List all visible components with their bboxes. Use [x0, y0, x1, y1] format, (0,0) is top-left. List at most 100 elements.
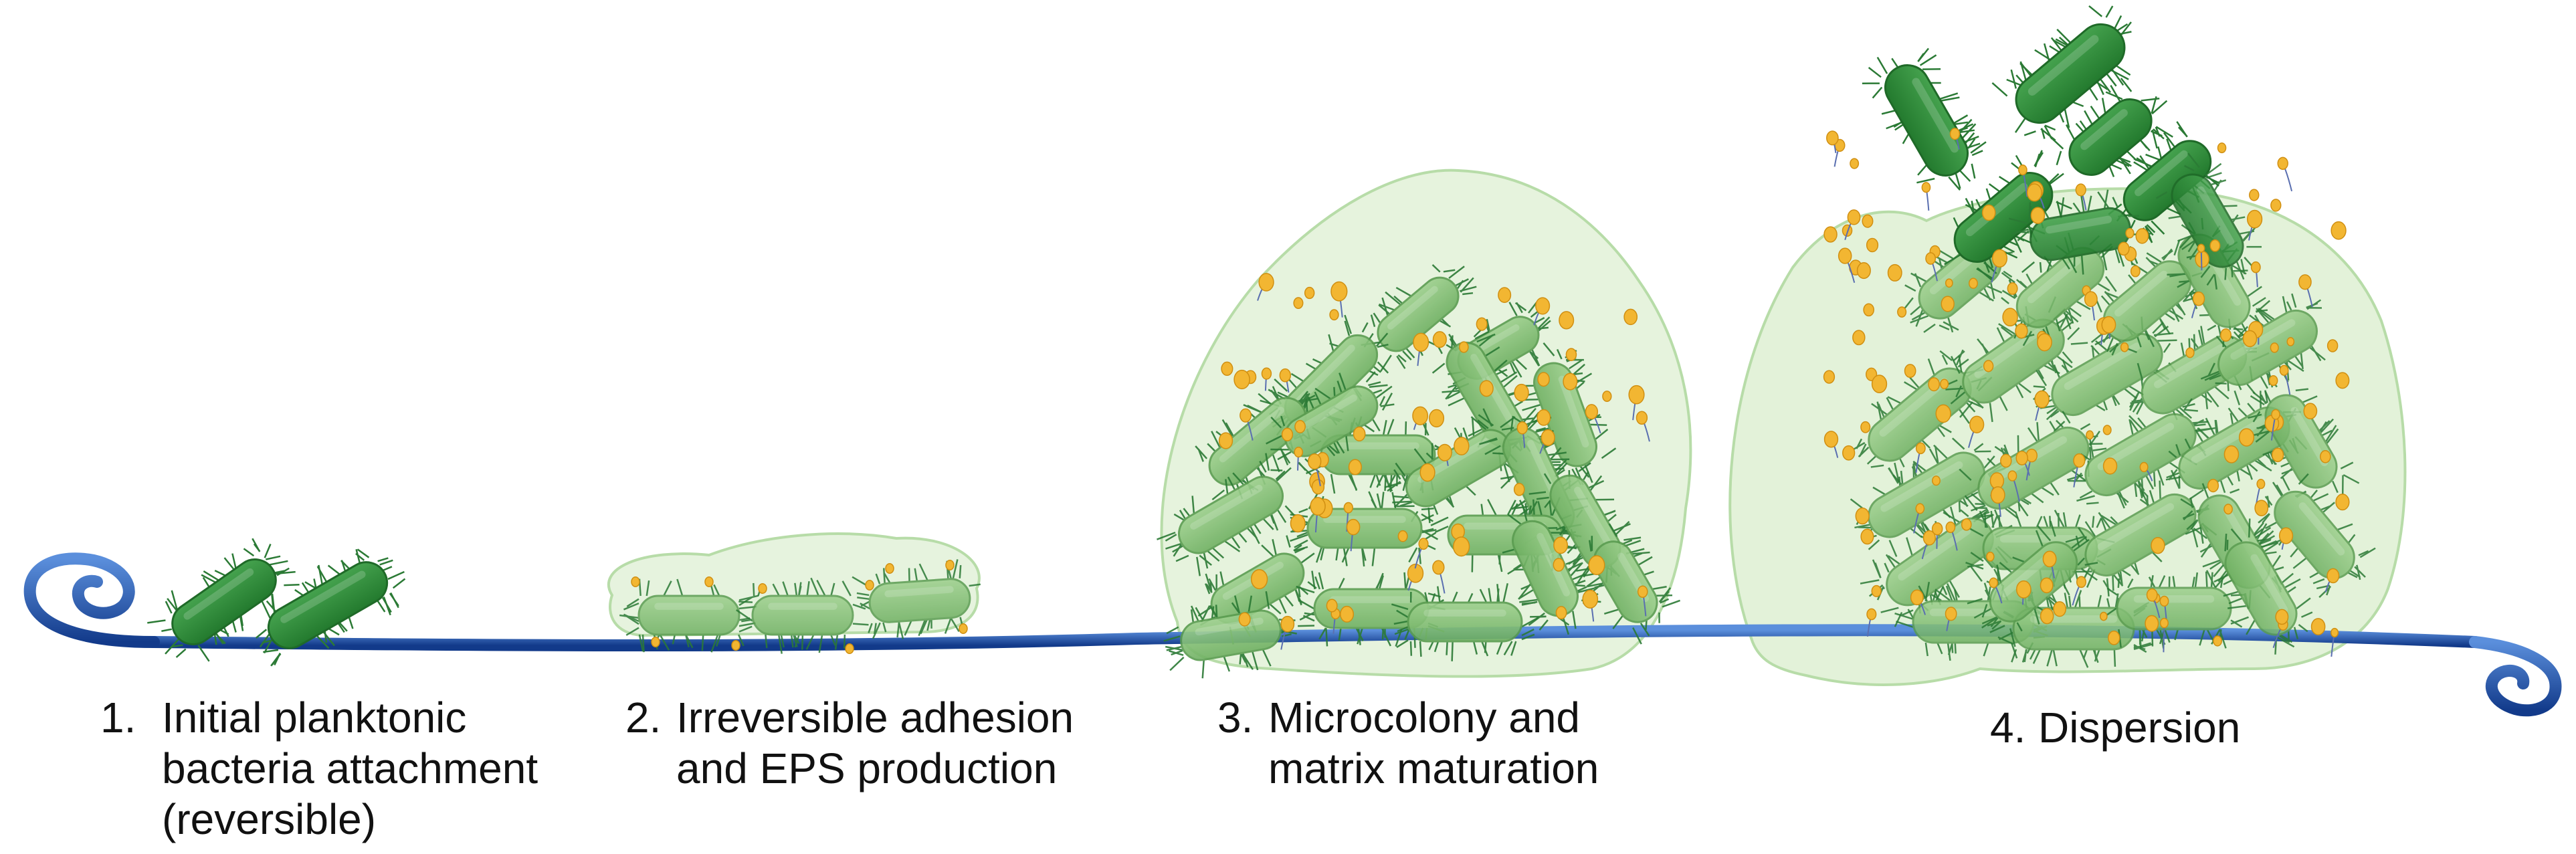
pilus	[276, 570, 296, 575]
pilus	[1335, 440, 1345, 454]
pilus	[2226, 540, 2229, 550]
pilus	[1391, 603, 1409, 611]
pilus	[1298, 586, 1301, 598]
pilus	[2137, 479, 2145, 492]
bacterium-body	[751, 595, 854, 636]
pilus	[1421, 514, 1434, 522]
pilus	[1379, 303, 1395, 311]
eps-granule-icon	[1535, 297, 1551, 315]
pilus	[2215, 335, 2227, 348]
pilus	[1973, 443, 1984, 451]
pilus	[926, 619, 931, 631]
pilus	[1221, 419, 1233, 438]
pilus	[2213, 179, 2222, 192]
pilus	[2202, 559, 2221, 568]
eps-granule-icon	[2331, 221, 2347, 240]
pilus	[2181, 239, 2195, 251]
pilus	[1536, 427, 1547, 432]
pilus	[2117, 578, 2120, 589]
eps-granule-icon	[2242, 330, 2258, 348]
pilus	[2021, 261, 2036, 274]
pilus	[1424, 592, 1429, 603]
pilus	[2206, 172, 2222, 179]
pilus	[2103, 189, 2109, 209]
pilus	[197, 645, 210, 662]
eps-granule-icon	[2037, 333, 2052, 352]
eps-granule-icon	[1516, 421, 1528, 435]
pilus	[1601, 447, 1617, 459]
pilus	[2159, 480, 2161, 500]
pilus	[2248, 518, 2251, 538]
pilus	[1488, 588, 1492, 603]
pilus	[1510, 415, 1514, 432]
pilus	[1443, 269, 1456, 273]
pilus	[1434, 526, 1449, 533]
stage-2-line-2: and EPS production	[676, 744, 1058, 792]
pilus	[1924, 581, 1930, 602]
pilus	[1165, 534, 1177, 542]
pilus	[1446, 496, 1454, 507]
pilus	[2064, 593, 2069, 609]
pilus	[2120, 31, 2132, 35]
bacterium-highlight	[280, 570, 366, 623]
eps-granule-icon	[2130, 265, 2141, 278]
eps-granule-icon	[1866, 237, 1879, 253]
pilus	[1955, 173, 1961, 189]
pilus	[2145, 153, 2161, 161]
pilus	[2104, 291, 2115, 303]
pilus	[2204, 391, 2208, 409]
pilus	[1277, 451, 1292, 461]
pilus	[2252, 391, 2268, 404]
pilus	[1462, 292, 1474, 296]
pilus	[1262, 649, 1272, 667]
pilus	[313, 578, 317, 589]
pilus	[1939, 92, 1959, 100]
pilus	[1521, 633, 1535, 641]
pilus	[1571, 573, 1586, 580]
pilus	[676, 578, 684, 597]
pilus	[1945, 585, 1953, 602]
pilus	[1294, 547, 1305, 554]
eps-granule-icon	[2042, 550, 2057, 568]
pilus	[2282, 296, 2288, 314]
pilus	[1284, 595, 1294, 607]
pilus	[1910, 306, 1921, 316]
pilus	[1608, 523, 1618, 537]
pilus	[672, 634, 676, 645]
pilus	[1886, 397, 1894, 411]
eps-granule-icon	[2015, 580, 2032, 599]
pilus	[2286, 359, 2304, 372]
pilus	[1472, 641, 1478, 655]
surface-spiral-icon	[23, 552, 160, 648]
eps-granule-icon	[1823, 431, 1839, 448]
pilus	[1373, 312, 1381, 323]
pilus	[1333, 387, 1336, 397]
eps-granule-icon	[1238, 612, 1251, 627]
pilus	[2022, 498, 2032, 505]
pilus	[2017, 382, 2032, 394]
rod-bacterium-icon	[2248, 388, 2360, 498]
pilus	[2159, 317, 2166, 330]
pilus	[1403, 572, 1407, 590]
pilus	[1265, 591, 1270, 609]
pilus	[1209, 605, 1219, 619]
bacterium-highlight	[183, 568, 254, 620]
pilus	[1425, 452, 1435, 461]
pilus	[1970, 141, 1987, 154]
pilus	[1521, 417, 1534, 421]
pilus	[1471, 554, 1474, 572]
pilus	[875, 573, 881, 584]
pilus	[2281, 572, 2294, 584]
pilus	[1270, 469, 1283, 471]
pilus	[1375, 473, 1381, 486]
pilus	[2020, 498, 2029, 506]
pilus	[1314, 387, 1332, 400]
eps-granule-icon	[1990, 486, 2005, 504]
pilus	[1276, 467, 1292, 482]
eps-granule-icon	[2246, 209, 2263, 229]
bacterium-highlight	[1929, 253, 1978, 295]
eps-granule-icon	[1928, 377, 1941, 392]
pilus	[1652, 586, 1667, 591]
pilus	[1872, 486, 1886, 496]
pilus	[2175, 443, 2181, 456]
